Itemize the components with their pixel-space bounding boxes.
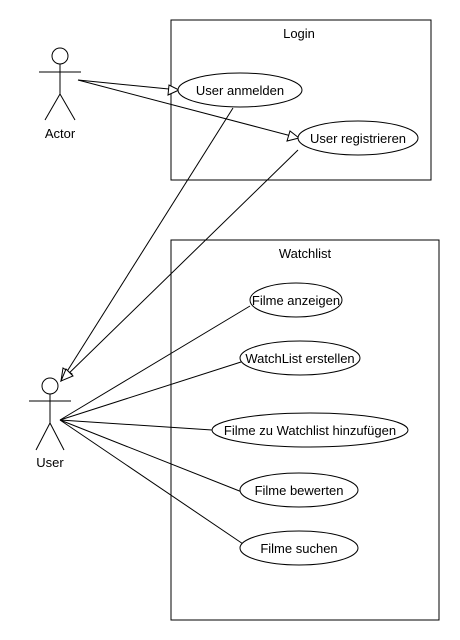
use-case-filme-suchen: Filme suchen <box>239 530 359 566</box>
user-label: User <box>36 455 64 470</box>
use-case-filme-zu-watchlist-hinzufuegen: Filme zu Watchlist hinzufügen <box>211 412 409 448</box>
registrieren-user-association <box>60 149 299 382</box>
actor-registrieren-arrowhead <box>286 130 301 142</box>
user-hinzufuegen-association <box>59 419 213 431</box>
actor-anmelden-association <box>77 79 180 91</box>
use-case-user-anmelden: User anmelden <box>177 72 303 108</box>
user-arrowhead-2 <box>60 368 74 382</box>
login-boundary-title: Login <box>283 26 315 41</box>
user-head-icon <box>41 377 59 395</box>
actor-anmelden-arrowhead <box>167 84 181 96</box>
user-suchen-association <box>59 419 250 549</box>
use-case-label: Filme suchen <box>260 541 337 556</box>
watchlist-boundary-title: Watchlist <box>279 246 332 261</box>
use-case-label: WatchList erstellen <box>245 351 354 366</box>
use-case-user-registrieren: User registrieren <box>297 120 419 156</box>
user-anzeigen-association <box>59 305 251 421</box>
anmelden-user-association <box>60 107 234 382</box>
use-case-label: User anmelden <box>196 83 284 98</box>
user-erstellen-association <box>59 361 242 421</box>
use-case-label: Filme zu Watchlist hinzufügen <box>224 423 396 438</box>
use-case-label: Filme bewerten <box>255 483 344 498</box>
actor-user: User <box>29 377 71 470</box>
user-bewerten-association <box>59 419 243 493</box>
use-case-filme-bewerten: Filme bewerten <box>239 472 359 508</box>
use-case-label: Filme anzeigen <box>252 293 340 308</box>
actor-registrieren-association <box>77 79 300 139</box>
actor-head-icon <box>51 47 69 65</box>
use-case-label: User registrieren <box>310 131 406 146</box>
actor-label: Actor <box>45 126 76 141</box>
use-case-watchlist-erstellen: WatchList erstellen <box>239 340 361 376</box>
use-case-filme-anzeigen: Filme anzeigen <box>249 282 343 318</box>
actor-actor: Actor <box>39 47 81 141</box>
